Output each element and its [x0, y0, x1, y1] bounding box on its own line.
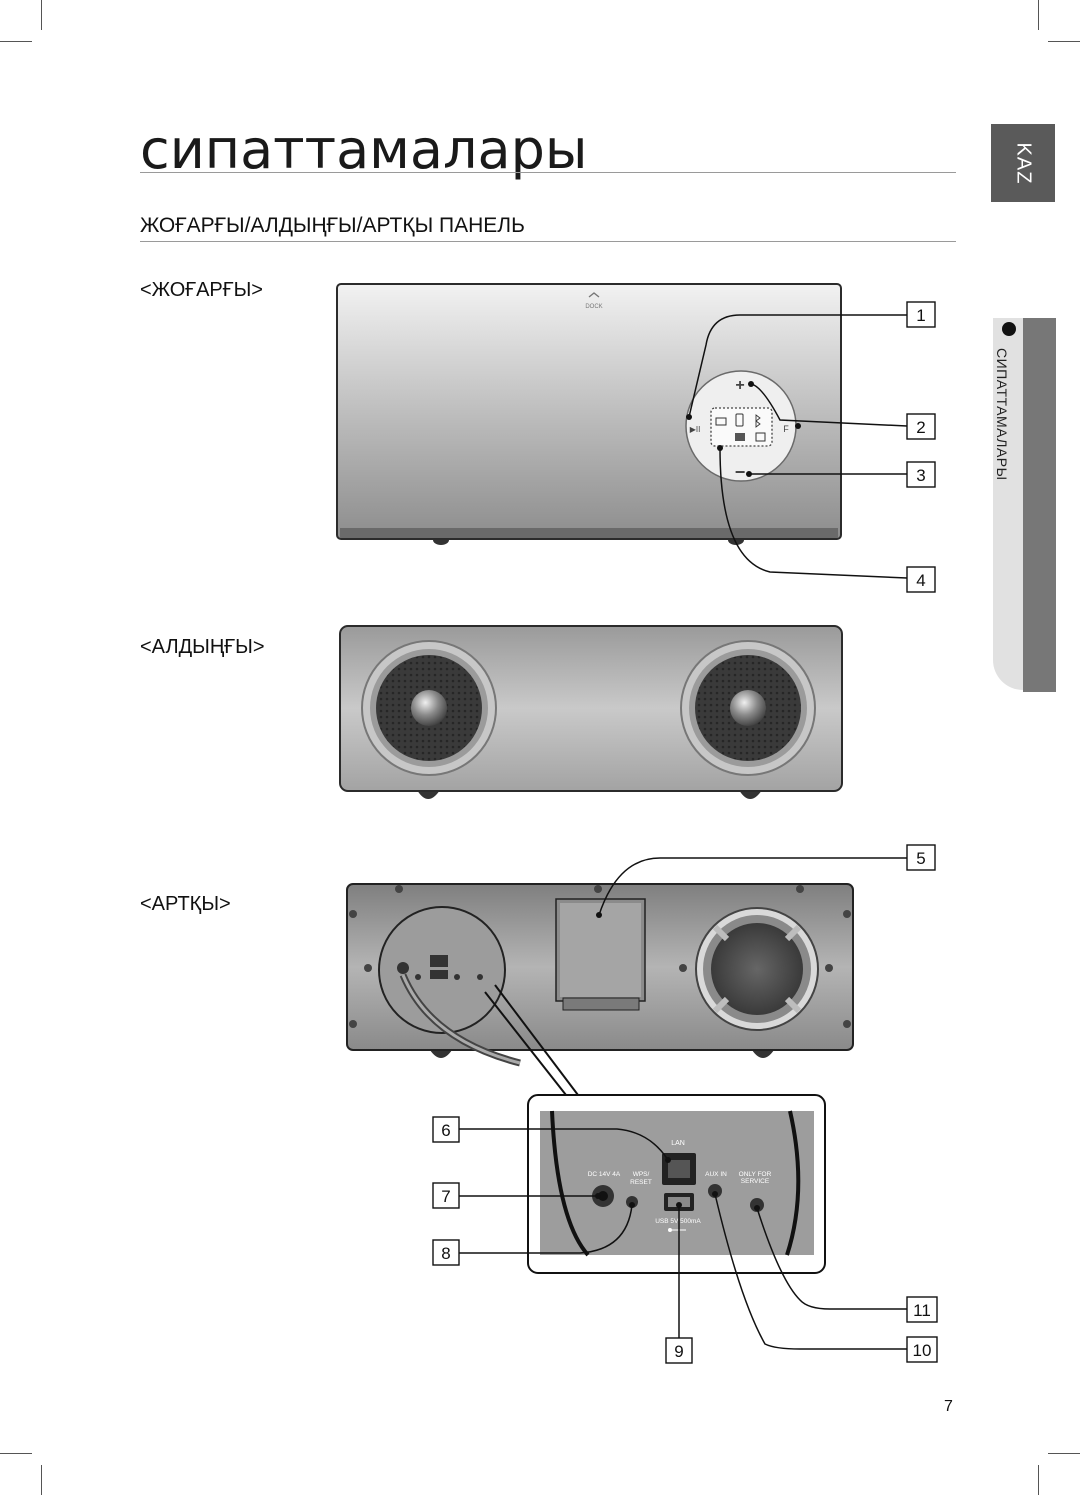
dc-jack-small	[397, 962, 409, 974]
tv-icon	[715, 417, 727, 426]
svg-text:4: 4	[916, 571, 925, 590]
zoom-line-right	[494, 984, 579, 1096]
callout-line-10	[714, 1193, 907, 1350]
callout-10: 10	[906, 1336, 938, 1363]
section-title: ЖОҒАРҒЫ/АЛДЫҢҒЫ/АРТҚЫ ПАНЕЛЬ	[140, 214, 525, 237]
crop-mark	[1038, 0, 1039, 30]
play-pause-button[interactable]: ▶II	[690, 425, 701, 434]
rear-woofer	[695, 907, 819, 1031]
front-view-speaker	[339, 625, 843, 799]
lan-port-small	[430, 955, 448, 967]
rear-panel-zoom: LAN DC 14V 4A WPS/ RESET AUX IN ONLY FOR…	[459, 1094, 907, 1350]
dock-arrow-icon	[588, 292, 600, 298]
volume-up-button[interactable]: +	[735, 377, 744, 394]
service-port-small	[477, 974, 483, 980]
volume-down-button[interactable]: −	[735, 462, 746, 482]
crop-mark	[41, 0, 42, 30]
crop-mark	[1048, 1453, 1080, 1454]
svg-text:5: 5	[916, 849, 925, 868]
callout-8: 8	[432, 1239, 460, 1266]
callout-4: 4	[906, 566, 936, 593]
title-rule	[140, 172, 956, 173]
callout-2: 2	[906, 413, 936, 440]
svg-text:11: 11	[913, 1301, 931, 1320]
chapter-tab-edge	[1023, 318, 1056, 692]
callout-3: 3	[906, 461, 936, 488]
svg-text:6: 6	[441, 1121, 450, 1140]
svg-text:1: 1	[916, 306, 925, 325]
dock-label: DOCK	[585, 304, 602, 310]
section-rule	[140, 241, 956, 242]
wps-button-small	[415, 974, 421, 980]
chapter-bullet-icon	[1002, 322, 1016, 336]
language-tab: KAZ	[991, 124, 1055, 202]
zoom-line-left	[484, 991, 567, 1096]
callout-line-5	[598, 857, 907, 916]
usb-port-small	[430, 970, 448, 979]
function-button[interactable]: F	[783, 424, 789, 434]
screen-mirror-icon	[755, 432, 766, 442]
callout-1: 1	[906, 301, 936, 328]
callout-6: 6	[432, 1116, 460, 1143]
callout-9: 9	[665, 1337, 693, 1364]
page-number: 7	[944, 1398, 953, 1415]
svg-text:3: 3	[916, 466, 925, 485]
callout-line-1	[688, 314, 907, 418]
bluetooth-icon	[755, 414, 761, 428]
svg-text:10: 10	[913, 1341, 932, 1360]
svg-text:2: 2	[916, 418, 925, 437]
page-title: сипаттамалары	[140, 118, 588, 181]
airplay-icon	[735, 433, 745, 441]
crop-mark	[1048, 41, 1080, 42]
rear-view-speaker	[346, 857, 907, 1096]
wps-label: WPS/	[633, 1171, 650, 1178]
service-label-2: SERVICE	[741, 1178, 770, 1185]
crop-mark	[0, 41, 32, 42]
crop-mark	[1038, 1465, 1039, 1495]
callout-line-8	[459, 1204, 633, 1254]
svg-text:9: 9	[674, 1342, 683, 1361]
callout-5: 5	[906, 844, 936, 871]
callout-line-11	[756, 1207, 907, 1310]
callout-11: 11	[906, 1296, 938, 1323]
lan-label: LAN	[671, 1140, 685, 1147]
top-view-speaker: DOCK + − ▶II F	[336, 283, 908, 579]
rear-view-label: <АРТҚЫ>	[140, 893, 231, 915]
aux-jack-small	[454, 974, 460, 980]
chapter-tab	[993, 318, 1027, 690]
service-label: ONLY FOR	[739, 1171, 772, 1178]
dc-label: DC 14V 4A	[588, 1171, 621, 1178]
callout-7: 7	[432, 1182, 460, 1209]
left-driver	[361, 640, 497, 776]
phone-icon	[735, 413, 744, 427]
svg-text:7: 7	[441, 1187, 450, 1206]
right-driver	[680, 640, 816, 776]
callout-line-6	[459, 1128, 669, 1161]
callout-line-4	[719, 447, 908, 579]
screw-icon	[349, 885, 851, 1028]
svg-text:8: 8	[441, 1244, 450, 1263]
crop-mark	[0, 1453, 32, 1454]
crop-mark	[41, 1465, 42, 1495]
front-view-label: <АЛДЫҢҒЫ>	[140, 636, 265, 658]
top-view-label: <ЖОҒАРҒЫ>	[140, 279, 263, 301]
aux-label: AUX IN	[705, 1171, 727, 1178]
reset-label: RESET	[630, 1179, 652, 1186]
